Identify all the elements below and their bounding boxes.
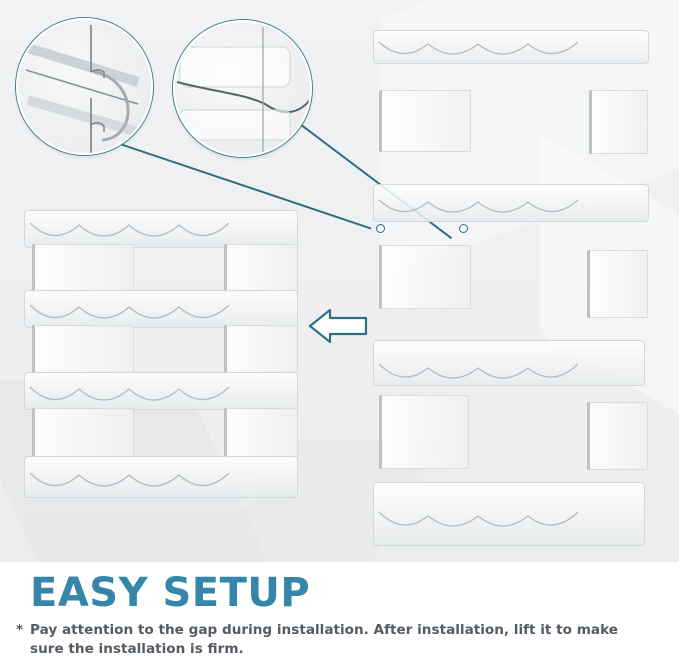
part-side-panel bbox=[379, 395, 469, 469]
part-side-panel bbox=[587, 250, 648, 318]
part-side-panel bbox=[379, 245, 471, 309]
note-line-2: sure the installation is firm. bbox=[30, 641, 244, 657]
part-shelf-3 bbox=[373, 340, 645, 386]
rack-shelf-1 bbox=[24, 210, 298, 248]
part-side-panel bbox=[587, 402, 648, 470]
zoom-callout-hook bbox=[16, 18, 153, 155]
part-side-panel bbox=[589, 90, 648, 154]
zoom-callout-edge bbox=[173, 20, 312, 157]
left-arrow-icon bbox=[308, 308, 368, 344]
bottle-cradle-icon bbox=[29, 222, 230, 487]
note-line-1: Pay attention to the gap during installa… bbox=[30, 622, 618, 638]
headline: EASY SETUP bbox=[30, 570, 311, 616]
edge-detail-icon bbox=[176, 27, 310, 155]
hook-detail-icon bbox=[25, 25, 140, 153]
note-asterisk: * bbox=[16, 622, 24, 638]
rack-side-panel bbox=[32, 325, 134, 373]
caption-area bbox=[0, 562, 679, 658]
part-shelf-4 bbox=[373, 482, 645, 546]
product-illustration bbox=[0, 0, 679, 562]
part-shelf-2 bbox=[373, 184, 649, 222]
part-shelf-1 bbox=[373, 30, 649, 64]
installation-note: * Pay attention to the gap during install… bbox=[16, 621, 666, 659]
rack-side-panel bbox=[32, 244, 134, 292]
rack-side-panel bbox=[224, 408, 298, 458]
rack-side-panel bbox=[224, 244, 298, 292]
rack-side-panel bbox=[224, 325, 298, 373]
bottle-cradle-icon bbox=[378, 41, 579, 527]
rack-shelf-2 bbox=[24, 290, 298, 328]
callout-pin-2 bbox=[459, 224, 468, 233]
part-side-panel bbox=[379, 90, 471, 152]
rack-shelf-4 bbox=[24, 456, 298, 498]
callout-pin-1 bbox=[376, 224, 385, 233]
rack-shelf-3 bbox=[24, 372, 298, 410]
